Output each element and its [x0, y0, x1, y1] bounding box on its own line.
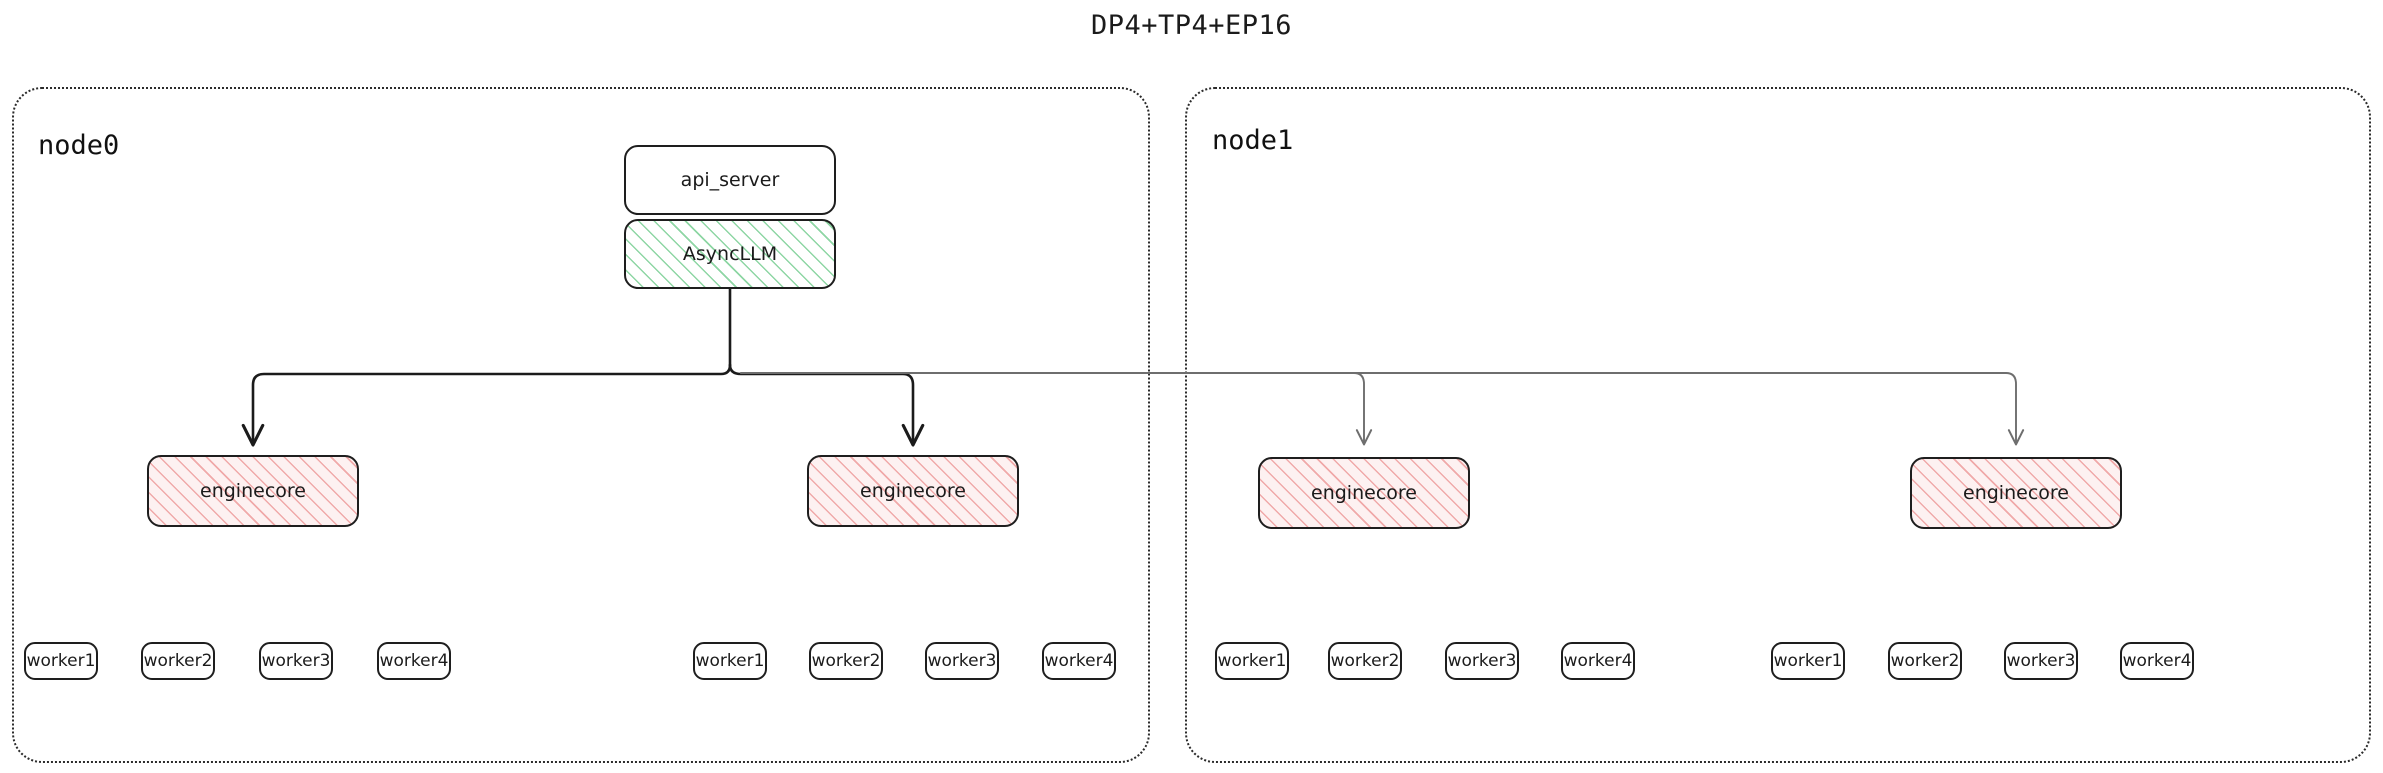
- worker-box[interactable]: worker3: [1445, 642, 1519, 680]
- worker-box[interactable]: worker3: [2004, 642, 2078, 680]
- worker-box[interactable]: worker3: [925, 642, 999, 680]
- enginecore-box-node0-1[interactable]: enginecore: [807, 455, 1019, 527]
- worker-box[interactable]: worker2: [141, 642, 215, 680]
- worker-box[interactable]: worker1: [1771, 642, 1845, 680]
- enginecore-box-node1-0[interactable]: enginecore: [1258, 457, 1470, 529]
- enginecore-box-node1-1[interactable]: enginecore: [1910, 457, 2122, 529]
- worker-box[interactable]: worker4: [377, 642, 451, 680]
- worker-box[interactable]: worker1: [693, 642, 767, 680]
- worker-box[interactable]: worker4: [1042, 642, 1116, 680]
- worker-box[interactable]: worker2: [1888, 642, 1962, 680]
- worker-box[interactable]: worker1: [1215, 642, 1289, 680]
- worker-box[interactable]: worker1: [24, 642, 98, 680]
- worker-box[interactable]: worker4: [1561, 642, 1635, 680]
- worker-box[interactable]: worker3: [259, 642, 333, 680]
- diagram-title: DP4+TP4+EP16: [1090, 10, 1293, 41]
- worker-box[interactable]: worker2: [809, 642, 883, 680]
- asyncllm-box[interactable]: AsyncLLM: [624, 219, 836, 289]
- enginecore-box-node0-0[interactable]: enginecore: [147, 455, 359, 527]
- api-server-box[interactable]: api_server: [624, 145, 836, 215]
- worker-box[interactable]: worker4: [2120, 642, 2194, 680]
- node-label-node0: node0: [38, 130, 120, 161]
- node-label-node1: node1: [1212, 125, 1294, 156]
- worker-box[interactable]: worker2: [1328, 642, 1402, 680]
